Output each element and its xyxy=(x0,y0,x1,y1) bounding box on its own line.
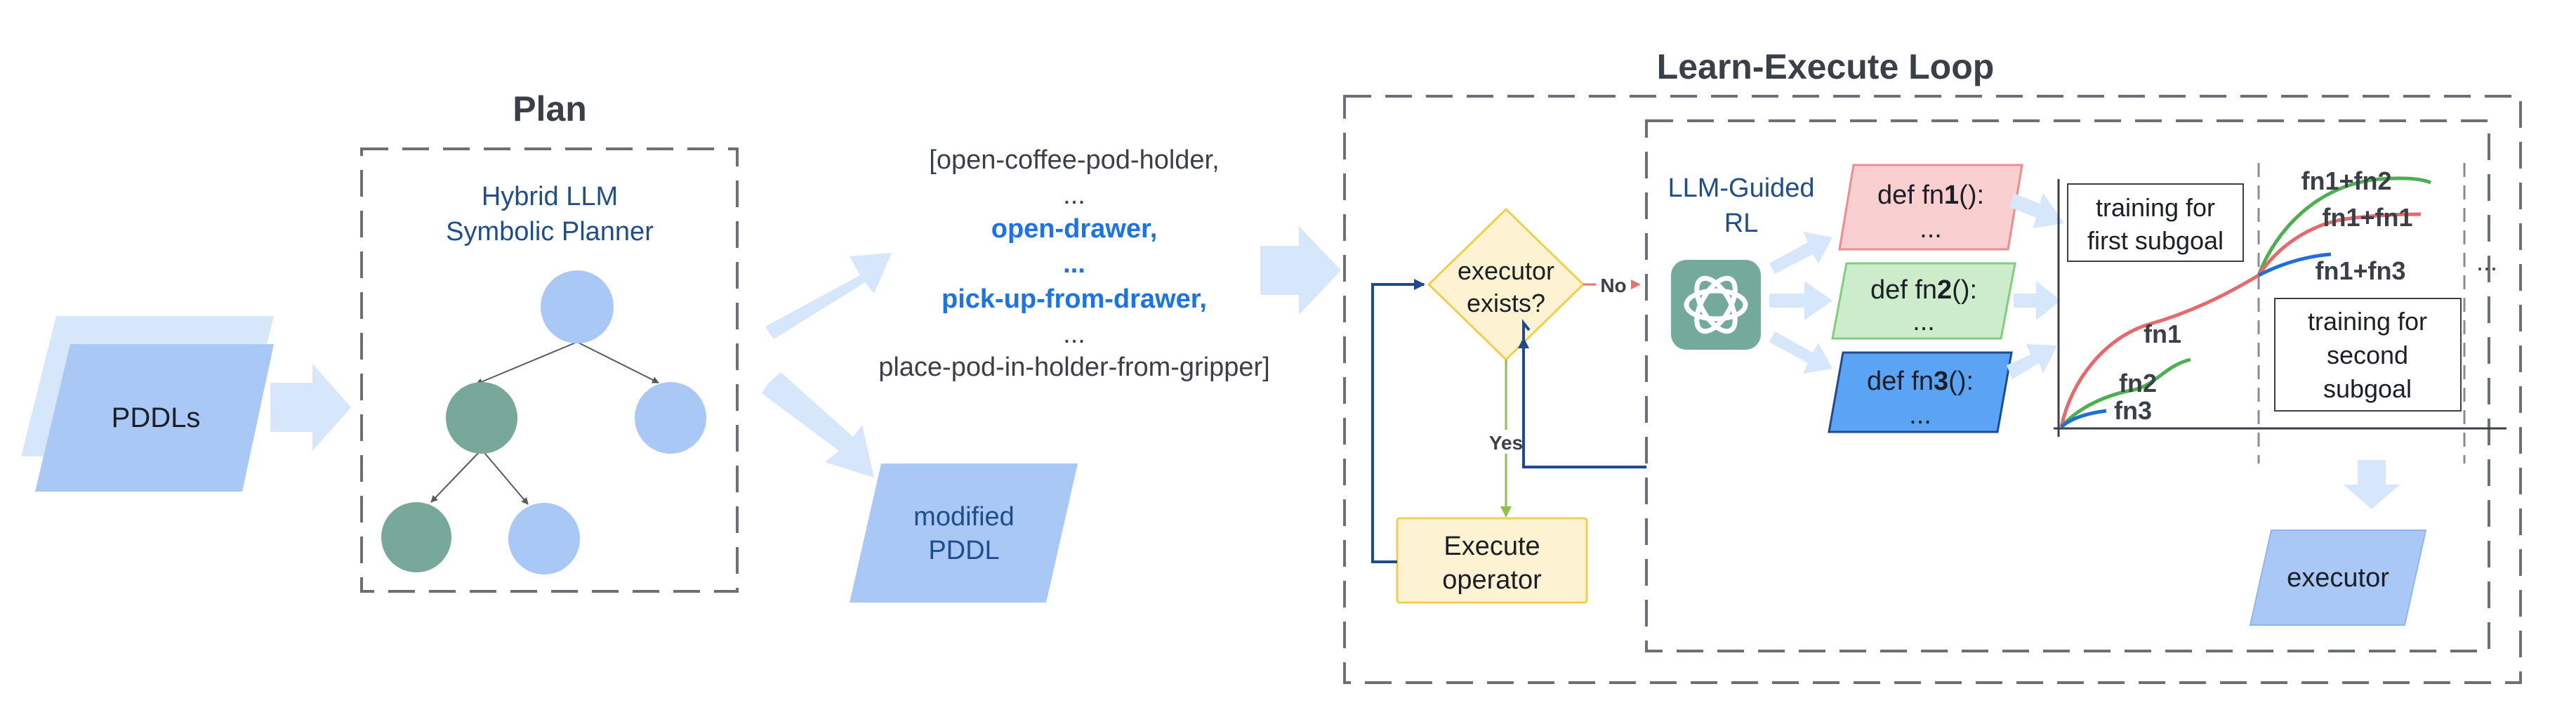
executor-sheet xyxy=(2249,530,2427,626)
plan-sequence: [open-coffee-pod-holder, ... open-drawer… xyxy=(878,145,1270,382)
llm-logo-icon xyxy=(1671,260,1761,350)
tree-edge xyxy=(481,449,529,505)
arrow-sequence-to-loop xyxy=(1260,226,1341,315)
search-tree xyxy=(381,270,706,574)
yes-label: Yes xyxy=(1489,432,1523,454)
pddl-front-sheet xyxy=(35,344,274,492)
pddls-stack: PDDLs xyxy=(21,316,274,492)
llm-logo-glyph xyxy=(1684,275,1748,334)
training-second-line2: second xyxy=(2327,341,2408,369)
loop-title: Learn-Execute Loop xyxy=(1657,47,1995,86)
plan-step-highlighted: pick-up-from-drawer, xyxy=(942,284,1207,314)
plan-step-highlighted: open-drawer, xyxy=(991,214,1158,244)
plan-title: Plan xyxy=(513,89,587,129)
plan-step: place-pod-in-holder-from-gripper] xyxy=(878,353,1270,382)
yes-label-bg xyxy=(1483,430,1529,454)
rl-inner-box xyxy=(1645,119,2490,652)
llm-logo-bg xyxy=(1671,260,1761,350)
training-second-line3: subgoal xyxy=(2323,374,2412,403)
tree-edge xyxy=(475,341,578,386)
planner-label-line2: Symbolic Planner xyxy=(446,217,654,247)
fn3-card xyxy=(1828,351,2013,433)
tree-node xyxy=(635,382,706,454)
tree-node xyxy=(446,382,517,454)
loop-back-line-from-rl xyxy=(1522,319,1646,468)
curve-label-fn1-fn3: fn1+fn3 xyxy=(2315,256,2405,285)
fn3-body: ... xyxy=(1909,400,1931,430)
modified-pddl: modified PDDL xyxy=(850,464,1078,603)
fn1-body: ... xyxy=(1920,214,1942,244)
loop-back-arrow-from-execute xyxy=(1371,279,1425,563)
tree-node xyxy=(508,503,580,574)
fn1-signature: def fn1(): xyxy=(1877,180,1984,210)
modified-pddl-line1: modified xyxy=(913,502,1015,532)
rl-label-line2: RL xyxy=(1724,209,1759,238)
curve-label-fn3: fn3 xyxy=(2114,396,2152,425)
plan-ellipsis: ... xyxy=(1063,320,1085,349)
plan-step: [open-coffee-pod-holder, xyxy=(929,145,1219,175)
arrow-pddl-to-plan xyxy=(270,364,351,451)
fn1-box: def fn1(): ... xyxy=(1838,164,2023,251)
modified-pddl-line2: PDDL xyxy=(928,536,999,565)
decision-label-line1: executor xyxy=(1458,256,1554,285)
curve-fn1-fn2 xyxy=(2257,176,2431,276)
arrow-plan-to-sequence xyxy=(765,253,892,339)
training-first-subgoal-box xyxy=(2067,183,2244,262)
plot-ellipsis: ... xyxy=(2476,247,2497,276)
plan-ellipsis: ... xyxy=(1063,180,1085,210)
execute-label-line1: Execute xyxy=(1444,532,1540,561)
tree-node-root xyxy=(541,270,614,343)
arrow-plan-to-modified-pddl xyxy=(762,372,874,478)
execute-label-line2: operator xyxy=(1442,565,1542,595)
tree-node xyxy=(381,502,451,572)
fn2-signature: def fn2(): xyxy=(1870,275,1977,305)
training-second-line1: training for xyxy=(2308,307,2427,336)
tree-edge xyxy=(576,341,659,383)
fn2-body: ... xyxy=(1913,307,1935,336)
fn2-card xyxy=(1831,262,2016,340)
planner-label-line1: Hybrid LLM xyxy=(482,182,618,211)
curve-fn2 xyxy=(2060,357,2191,428)
curve-fn1-fn3 xyxy=(2257,252,2332,277)
rl-label-line1: LLM-Guided xyxy=(1667,173,1814,203)
pddls-label: PDDLs xyxy=(112,402,201,433)
fn2-box: def fn2(): ... xyxy=(1831,262,2016,340)
curve-fn1 xyxy=(2059,273,2260,428)
tree-edge xyxy=(430,449,482,503)
training-first-line2: first subgoal xyxy=(2087,226,2224,255)
curve-label-fn1-fn2: fn1+fn2 xyxy=(2301,166,2391,195)
arrow-llm-to-fn3 xyxy=(1769,331,1832,374)
arrow-fn2-to-plot xyxy=(2014,281,2061,320)
plan-ellipsis-highlighted: ... xyxy=(1063,249,1085,279)
curve-label-fn1: fn1 xyxy=(2144,320,2181,348)
fn3-signature: def fn3(): xyxy=(1867,367,1974,396)
arrow-fn3-to-plot xyxy=(2007,344,2057,379)
training-plot: fn1 fn2 fn3 fn1+fn2 fn1+fn1 fn1+fn3 trai… xyxy=(2054,163,2506,464)
training-second-subgoal-box xyxy=(2274,298,2462,412)
curve-label-fn2: fn2 xyxy=(2119,369,2157,398)
curve-label-fn1-fn1: fn1+fn1 xyxy=(2322,203,2412,232)
executor-label: executor xyxy=(2287,563,2389,593)
arrow-llm-to-fn1 xyxy=(1769,232,1832,274)
fn3-box: def fn3(): ... xyxy=(1828,351,2013,433)
executor: executor xyxy=(2249,530,2427,626)
decision-label-line2: exists? xyxy=(1467,289,1545,317)
no-label-bg xyxy=(1596,272,1631,296)
no-label: No xyxy=(1600,275,1626,296)
modified-pddl-sheet xyxy=(850,464,1078,603)
loop-outer-box xyxy=(1343,95,2522,684)
plan-box xyxy=(360,147,739,593)
curve-fn3 xyxy=(2060,409,2107,428)
arrow-fn1-to-plot xyxy=(2009,193,2064,228)
training-first-line1: training for xyxy=(2096,193,2215,222)
fn1-card xyxy=(1838,164,2023,251)
arrow-llm-to-fn2 xyxy=(1769,281,1832,320)
curve-fn1-fn1 xyxy=(2257,212,2422,277)
arrow-to-executor xyxy=(2344,460,2400,509)
